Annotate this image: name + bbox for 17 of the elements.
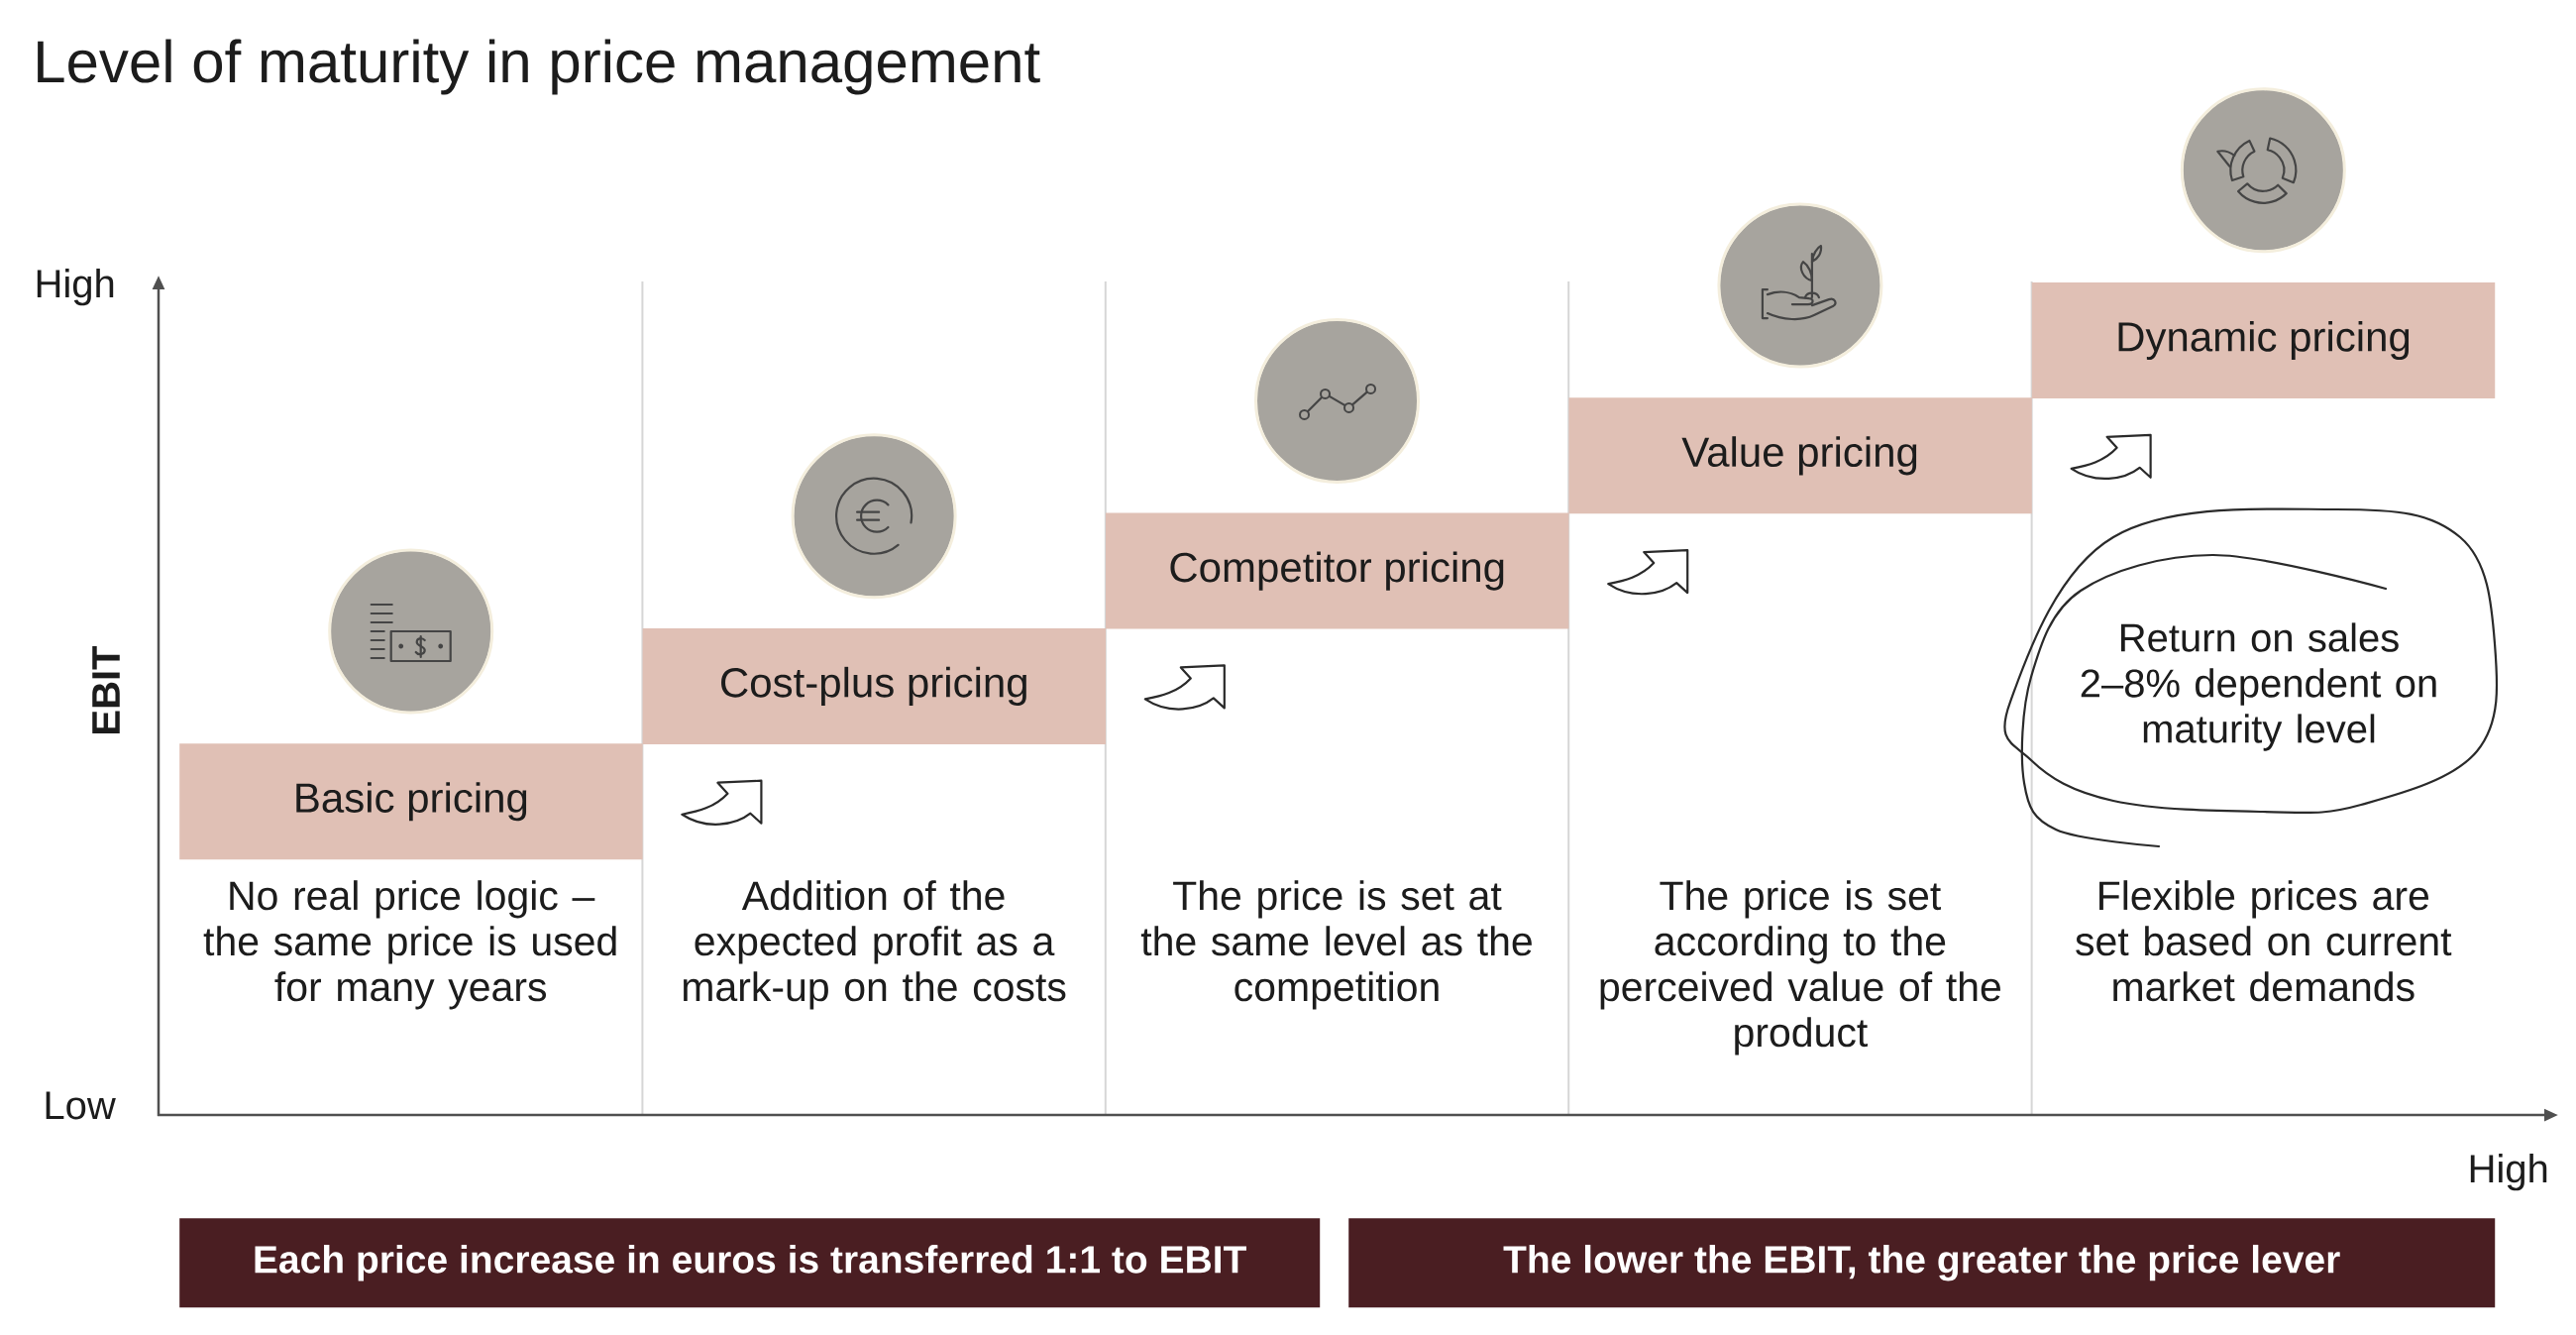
level-box: Basic pricing <box>179 743 643 860</box>
axis-label: Low <box>46 1091 116 1120</box>
banner-bar: The lower the EBIT, the greater the price lever <box>1348 1218 2496 1308</box>
level-box: Value pricing <box>1568 397 2032 514</box>
axis-label: High <box>2470 1154 2547 1191</box>
axis-label: High <box>37 269 114 306</box>
level-box: Cost-plus pricing <box>642 627 1106 744</box>
description-text: Addition of the expected profit as a mark-up on the costs <box>684 880 1066 1010</box>
level-box: Competitor pricing <box>1106 512 1569 629</box>
axis-label: EBIT <box>92 645 120 733</box>
title: Level of maturity in price management <box>38 39 1040 95</box>
banner-bar: Each price increase in euros is transferred 1:1 to EBIT <box>179 1218 1321 1308</box>
description-text: Flexible prices are set based on current market demands <box>2076 880 2452 1002</box>
level-box: Dynamic pricing <box>2031 282 2496 398</box>
description-text: The price is set according to the perceived value of the product <box>1600 880 2000 1056</box>
circled-note: Return on sales 2–8% dependent on maturity level <box>2003 507 2499 848</box>
description-text: The price is set at the same level as the competition <box>1140 880 1532 1010</box>
